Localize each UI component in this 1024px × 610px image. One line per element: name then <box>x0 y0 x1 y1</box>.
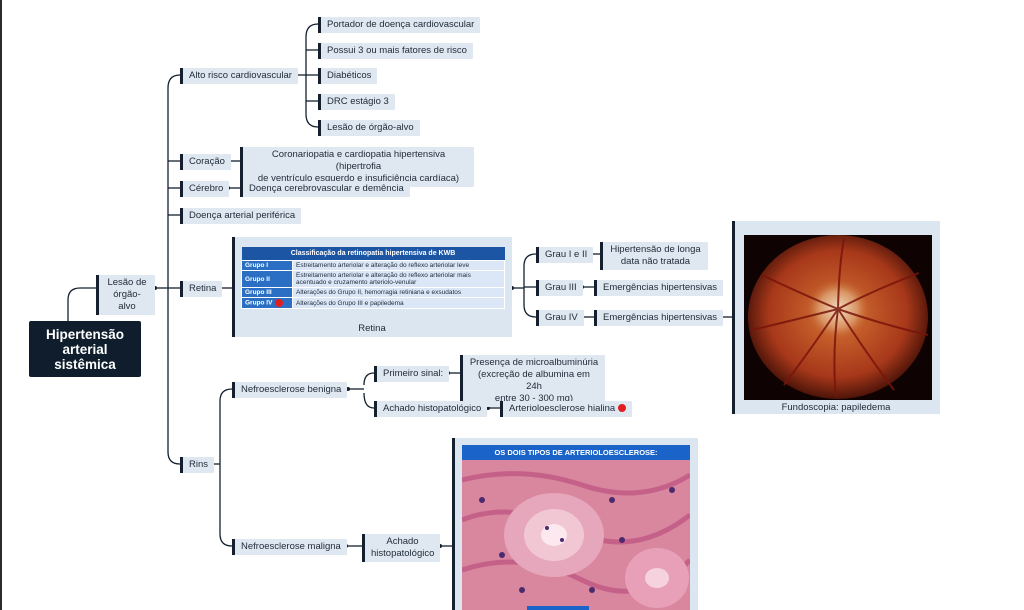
node-microalbuminuria[interactable]: Presença de microalbuminúria (excreção d… <box>460 355 605 407</box>
node-coracao[interactable]: Coração <box>180 154 231 170</box>
table-row: Grupo II Estreitamento arteriolar e alte… <box>241 270 505 288</box>
kwb-desc-cell: Alterações do Grupo II, hemorragia retin… <box>292 287 505 298</box>
node-doenca-arterial[interactable]: Doença arterial periférica <box>180 208 302 224</box>
node-grau-iv[interactable]: Grau IV <box>536 310 584 326</box>
primeiro-sinal-label: Primeiro sinal: <box>383 368 444 379</box>
micro-line-2: (excreção de albumina em 24h <box>478 369 590 392</box>
node-grau-iii[interactable]: Grau III <box>536 280 583 296</box>
kwb-grupo-cell: Grupo I <box>241 260 293 271</box>
kwb-classification-panel[interactable]: Classificação da retinopatia hipertensiv… <box>232 237 512 337</box>
node-coracao-detail[interactable]: Coronariopatia e cardiopatia hipertensiv… <box>240 147 474 187</box>
nefro-benigna-label: Nefroesclerose benigna <box>241 384 342 395</box>
grau-i-ii-detail-line-1: Hipertensão de longa <box>610 244 701 255</box>
node-alto-risco-item[interactable]: Possui 3 ou mais fatores de risco <box>318 43 473 59</box>
node-nefro-benigna[interactable]: Nefroesclerose benigna <box>232 382 348 398</box>
red-dot-icon <box>275 299 284 307</box>
doenca-arterial-label: Doença arterial periférica <box>189 210 296 221</box>
node-cerebro[interactable]: Cérebro <box>180 181 230 197</box>
nefro-maligna-label: Nefroesclerose maligna <box>241 541 341 552</box>
kwb-grupo-iv-label: Grupo IV <box>245 299 273 307</box>
kwb-desc-cell: Alterações do Grupo III e papiledema <box>292 297 505 309</box>
node-nefro-maligna[interactable]: Nefroesclerose maligna <box>232 539 347 555</box>
kwb-panel-caption: Retina <box>358 323 386 334</box>
grau-iv-label: Grau IV <box>545 312 578 323</box>
cerebro-label: Cérebro <box>189 183 224 194</box>
alto-risco-item-label: Portador de doença cardiovascular <box>327 19 475 30</box>
node-grau-i-ii-detail[interactable]: Hipertensão de longa data não tratada <box>600 242 708 270</box>
red-dot-icon <box>618 404 627 413</box>
node-retina[interactable]: Retina <box>180 281 223 297</box>
histology-title: OS DOIS TIPOS DE ARTERIOLOESCLEROSE: <box>462 445 690 460</box>
node-lesao-orgao-alvo[interactable]: Lesão de órgão-alvo <box>96 275 155 315</box>
node-alto-risco[interactable]: Alto risco cardiovascular <box>180 68 298 84</box>
kwb-table: Classificação da retinopatia hipertensiv… <box>241 247 505 309</box>
cerebro-detail-label: Doença cerebrovascular e demência <box>249 183 404 194</box>
node-alto-risco-item[interactable]: DRC estágio 3 <box>318 94 395 110</box>
grau-i-ii-label: Grau I e II <box>545 249 588 260</box>
histology-image <box>462 460 690 610</box>
kwb-desc-cell: Estreitamento arteriolar e alteração do … <box>292 270 505 288</box>
coracao-detail-line-1: Coronariopatia e cardiopatia hipertensiv… <box>271 149 446 172</box>
kwb-grupo-cell: Grupo II <box>241 270 293 288</box>
histology-figure: OS DOIS TIPOS DE ARTERIOLOESCLEROSE: <box>462 445 690 610</box>
fundoscopia-caption: Fundoscopia: papiledema <box>781 402 891 413</box>
root-node-hipertensao[interactable]: Hipertensão arterial sistêmica <box>29 321 141 377</box>
grau-iii-label: Grau III <box>545 282 577 293</box>
lesao-line-2: órgão-alvo <box>113 289 141 312</box>
node-grau-iv-detail[interactable]: Emergências hipertensivas <box>594 310 724 326</box>
node-rins[interactable]: Rins <box>180 457 215 473</box>
fundus-image <box>744 235 932 400</box>
node-achado-histo-maligna[interactable]: Achado histopatológico <box>362 534 440 562</box>
micro-line-3: entre 30 - 300 mg) <box>494 393 574 404</box>
achado-maligna-line-1: Achado <box>386 536 419 547</box>
achado-maligna-line-2: histopatológico <box>371 548 435 559</box>
coracao-label: Coração <box>189 156 225 167</box>
node-alto-risco-item[interactable]: Lesão de órgão-alvo <box>318 120 420 136</box>
node-grau-i-ii[interactable]: Grau I e II <box>536 247 594 263</box>
node-alto-risco-item[interactable]: Diabéticos <box>318 68 378 84</box>
retina-label: Retina <box>189 283 217 294</box>
kwb-grupo-cell: Grupo IV <box>241 297 293 309</box>
root-line-1: Hipertensão <box>45 326 125 342</box>
fundus-photo <box>744 235 932 400</box>
kwb-desc-cell: Estreitamento arteriolar e alteração do … <box>292 260 505 271</box>
kwb-grupo-cell: Grupo III <box>241 287 293 298</box>
alto-risco-item-label: Possui 3 ou mais fatores de risco <box>327 45 467 56</box>
arteriolo-hialina-label: Arterioloesclerose hialina <box>509 403 616 414</box>
grau-i-ii-detail-line-2: data não tratada <box>620 256 691 267</box>
node-cerebro-detail[interactable]: Doença cerebrovascular e demência <box>240 181 410 197</box>
table-row: Grupo I Estreitamento arteriolar e alter… <box>241 260 505 271</box>
micro-line-1: Presença de microalbuminúria <box>469 357 599 368</box>
node-primeiro-sinal[interactable]: Primeiro sinal: <box>374 366 450 382</box>
table-row: Grupo III Alterações do Grupo II, hemorr… <box>241 287 505 298</box>
root-line-2: arterial <box>62 341 108 357</box>
grau-iv-detail-label: Emergências hipertensivas <box>603 312 718 323</box>
window-left-edge <box>0 0 2 610</box>
node-achado-histo-benigna[interactable]: Achado histopatológico <box>374 401 488 417</box>
root-line-3: sistêmica <box>54 356 116 372</box>
alto-risco-label: Alto risco cardiovascular <box>189 70 292 81</box>
achado-histo-label: Achado histopatológico <box>383 403 482 414</box>
grau-iii-detail-label: Emergências hipertensivas <box>603 282 718 293</box>
node-alto-risco-item[interactable]: Portador de doença cardiovascular <box>318 17 481 33</box>
coracao-detail-line-2: de ventrículo esquerdo e insuficiência c… <box>257 173 460 184</box>
kwb-table-title: Classificação da retinopatia hipertensiv… <box>241 247 505 261</box>
alto-risco-item-label: DRC estágio 3 <box>327 96 389 107</box>
alto-risco-item-label: Diabéticos <box>327 70 372 81</box>
rins-label: Rins <box>189 459 209 470</box>
lesao-line-1: Lesão de <box>107 277 147 288</box>
node-grau-iii-detail[interactable]: Emergências hipertensivas <box>594 280 724 296</box>
table-row: Grupo IV Alterações do Grupo III e papil… <box>241 297 505 309</box>
alto-risco-item-label: Lesão de órgão-alvo <box>327 122 414 133</box>
node-arteriolo-hialina[interactable]: Arterioloesclerose hialina <box>500 401 633 417</box>
